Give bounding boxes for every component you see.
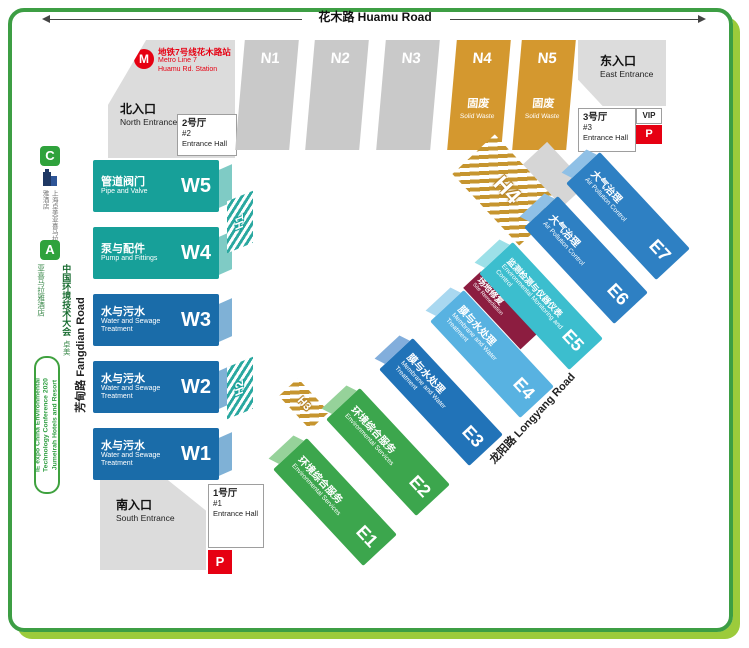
- hotel-name-label: 上海卓美亚喜马拉雅酒店: [41, 190, 58, 242]
- conference-label: 中国环境技术大会 卓美亚喜马拉雅酒店: [28, 264, 79, 356]
- hall-w4-number: W4: [181, 241, 211, 264]
- huamu-road-arrow-right: [450, 15, 706, 23]
- hall-w3-number: W3: [181, 308, 211, 331]
- hall-n5: N5 固废 Solid Waste: [512, 40, 576, 150]
- entrance-hall-2: 2号厅 #2 Entrance Hall: [177, 114, 237, 156]
- conference-pill-text: IE expo China Environmental Technology C…: [34, 377, 59, 473]
- south-entrance-label: 南入口 South Entrance: [116, 498, 175, 523]
- hall-h1: H1: [227, 190, 253, 254]
- metro-line-en: Metro Line 7: [158, 57, 197, 65]
- hall-w1-number: W1: [181, 442, 211, 465]
- hall-n4: N4 固废 Solid Waste: [447, 40, 511, 150]
- metro-logo-icon: M: [134, 49, 154, 69]
- metro-station-zh: 地铁7号线花木路站: [158, 47, 231, 57]
- conference-name-zh: 中国环境技术大会: [61, 264, 72, 336]
- legend-badge-a: A: [40, 240, 60, 260]
- hall-w1: 水与污水 Water and Sewage Treatment W1: [93, 428, 219, 480]
- entrance-hall-1: 1号厅 #1 Entrance Hall: [208, 484, 264, 548]
- metro-station-en: Huamu Rd. Station: [158, 65, 218, 73]
- hotel-building-icon: [42, 168, 58, 191]
- legend-badge-c: C: [40, 146, 60, 166]
- entrance-hall-3: 3号厅 #3 Entrance Hall: [578, 108, 636, 152]
- vip-parking: VIP P: [636, 108, 662, 144]
- hall-w4: 泵与配件 Pump and Fittings W4: [93, 227, 219, 279]
- hall-w2-number: W2: [181, 375, 211, 398]
- parking-icon: P: [208, 550, 232, 574]
- hall-h2: H2: [227, 356, 253, 420]
- metro-station-label: 地铁7号线花木路站 Metro Line 7 Huamu Rd. Station: [158, 47, 231, 74]
- east-entrance-label: 东入口 East Entrance: [600, 54, 654, 79]
- conference-venue-zh: 卓美亚喜马拉雅酒店: [36, 264, 72, 356]
- hall-n2: N2: [305, 40, 369, 150]
- huamu-road-arrow-left: [42, 15, 302, 23]
- hall-w5: 管道阀门 Pipe and Valve W5: [93, 160, 219, 212]
- south-entrance-area: 南入口 South Entrance: [100, 480, 206, 570]
- hall-w3: 水与污水 Water and Sewage Treatment W3: [93, 294, 219, 346]
- conference-pill: IE expo China Environmental Technology C…: [34, 356, 60, 494]
- hall-w5-number: W5: [181, 174, 211, 197]
- north-entrance-label: 北入口 North Entrance: [120, 102, 178, 127]
- hall-w2: 水与污水 Water and Sewage Treatment W2: [93, 361, 219, 413]
- vip-label: VIP: [636, 108, 662, 124]
- hall-n1: N1: [235, 40, 299, 150]
- east-entrance-area: 东入口 East Entrance: [578, 40, 666, 106]
- hall-n3: N3: [376, 40, 440, 150]
- hall-h3: H3: [278, 378, 330, 430]
- road-label-huamu: 花木路 Huamu Road: [318, 10, 432, 24]
- vip-parking-icon: P: [636, 125, 662, 144]
